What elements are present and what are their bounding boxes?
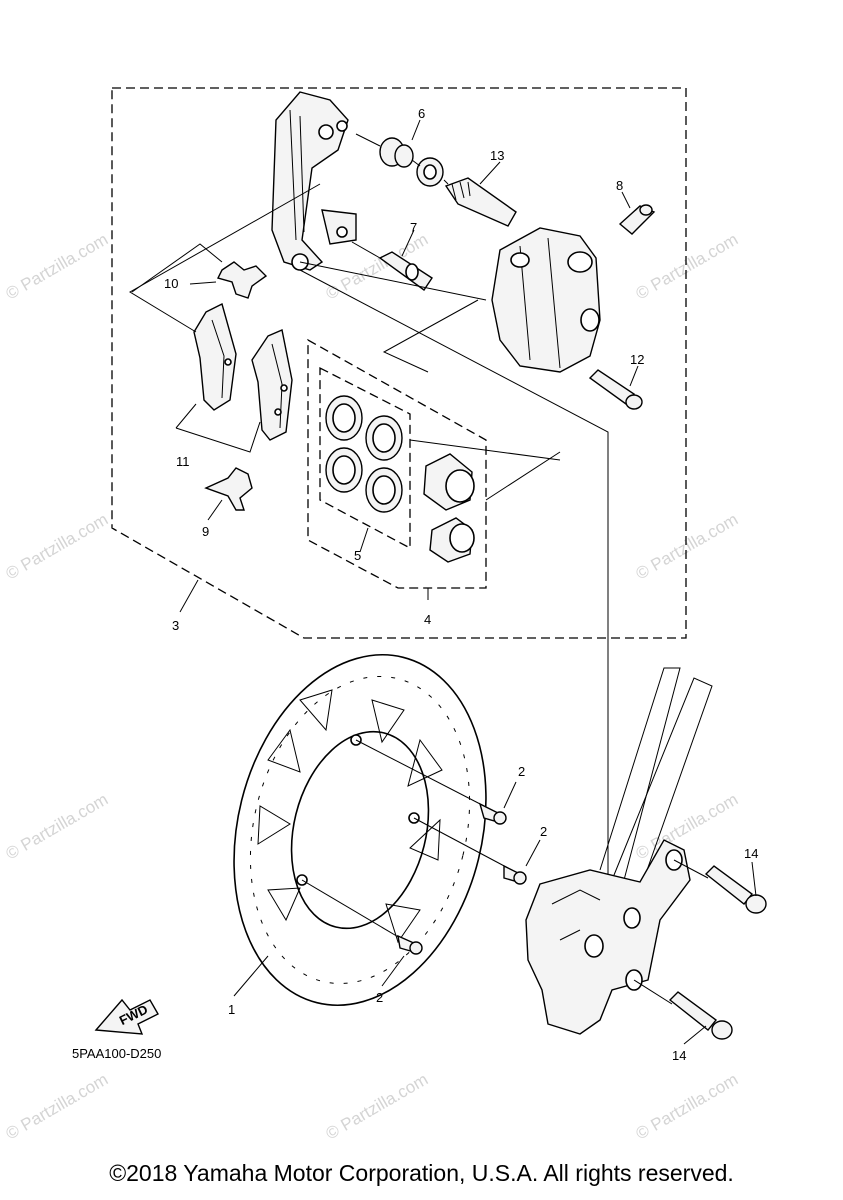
brake-pads-11 — [193, 302, 293, 441]
seal-kit-boundary — [307, 338, 487, 589]
watermark: © Partzilla.com — [3, 230, 112, 304]
front-fork — [525, 667, 713, 1035]
bolt-12 — [588, 369, 643, 410]
watermark: © Partzilla.com — [633, 230, 742, 304]
boot-6 — [379, 137, 444, 187]
diagram-code: 5PAA100-D250 — [72, 1046, 162, 1061]
callout-10: 10 — [164, 276, 178, 291]
watermark: © Partzilla.com — [633, 790, 742, 864]
watermark: © Partzilla.com — [633, 1070, 742, 1144]
pistons — [423, 453, 475, 563]
caliper-bracket — [271, 91, 357, 271]
callout-13: 13 — [490, 148, 504, 163]
callout-14: 14 — [744, 846, 758, 861]
callout-2: 2 — [518, 764, 525, 779]
disc-bolts-2 — [301, 739, 527, 955]
callout-8: 8 — [616, 178, 623, 193]
caliper-assembly-boundary — [111, 87, 687, 639]
brake-disc-1 — [233, 653, 487, 1007]
callout-leaders — [179, 119, 757, 1045]
pad-support-9 — [204, 467, 253, 511]
callout-5: 5 — [354, 548, 361, 563]
caliper-bolts-14 — [633, 859, 767, 1040]
watermark: © Partzilla.com — [633, 510, 742, 584]
callout-1: 1 — [228, 1002, 235, 1017]
callout-2: 2 — [540, 824, 547, 839]
callout-7: 7 — [410, 220, 417, 235]
callout-11: 11 — [176, 454, 190, 469]
pin-13 — [444, 177, 517, 227]
caliper-body — [491, 227, 601, 373]
callout-12: 12 — [630, 352, 644, 367]
callout-2: 2 — [376, 990, 383, 1005]
callout-4: 4 — [424, 612, 431, 627]
copyright-notice: ©2018 Yamaha Motor Corporation, U.S.A. A… — [109, 1160, 734, 1186]
watermark: © Partzilla.com — [3, 790, 112, 864]
watermark: © Partzilla.com — [323, 1070, 432, 1144]
callout-6: 6 — [418, 106, 425, 121]
bleed-screw-8 — [618, 204, 656, 235]
callout-9: 9 — [202, 524, 209, 539]
callout-3: 3 — [172, 618, 179, 633]
pin-7 — [378, 251, 433, 291]
piston-seals-5 — [325, 395, 403, 513]
assembly-lines — [129, 133, 609, 880]
watermark: © Partzilla.com — [3, 1070, 112, 1144]
pad-spring-10 — [216, 261, 268, 299]
callout-14: 14 — [672, 1048, 686, 1063]
watermark: © Partzilla.com — [3, 510, 112, 584]
seal-subkit-boundary — [319, 366, 411, 550]
fwd-arrow-icon: FWD — [94, 998, 159, 1035]
callouts: 1 2 2 2 3 4 5 6 7 8 9 10 11 12 13 14 14 — [164, 106, 758, 1063]
